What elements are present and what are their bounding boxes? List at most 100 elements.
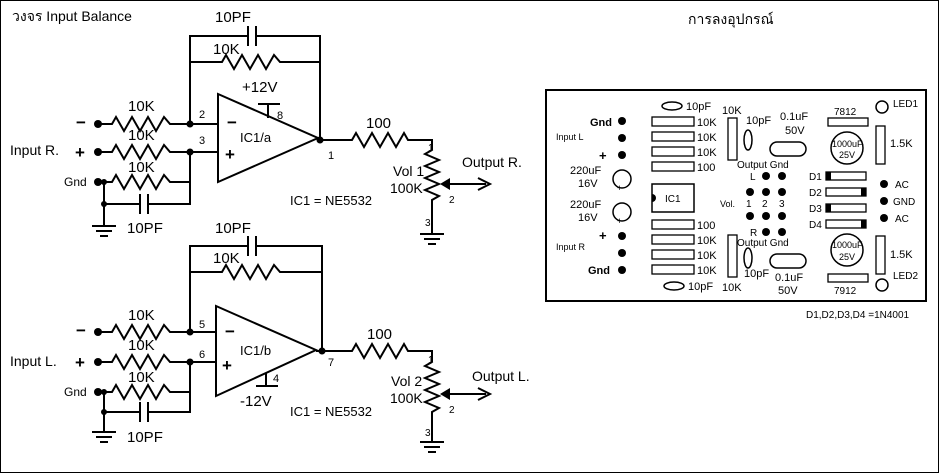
col2-cap-top: 10pF — [746, 115, 771, 127]
out-bottom: Output Gnd — [737, 238, 789, 249]
res-out-label: 100 — [367, 326, 392, 343]
vol-pin1: 1 — [428, 355, 434, 366]
reg-top: 7812 — [834, 107, 857, 118]
vol-pin2: 2 — [449, 195, 455, 206]
vol-label: Vol 2 — [391, 373, 422, 389]
board-gnd-bottom: Gnd — [588, 265, 610, 277]
vol-pin3: 3 — [425, 218, 431, 229]
res-label: 10K — [697, 265, 717, 277]
bigcap-label: 25V — [839, 252, 855, 262]
res-label: 10K — [697, 250, 717, 262]
svg-text:+: + — [617, 183, 622, 193]
res-plus-label: 10K — [128, 127, 155, 144]
res-gnd-label: 10K — [128, 159, 155, 176]
r-label: R — [750, 228, 757, 239]
film-cap-top — [769, 141, 807, 157]
diagram-title: วงจร Input Balance — [12, 8, 132, 24]
out-top: Output Gnd — [737, 160, 789, 171]
res-label: 10K — [697, 235, 717, 247]
pin-out: 1 — [328, 150, 334, 162]
output-label: Output L. — [472, 368, 530, 384]
res-minus-label: 10K — [128, 307, 155, 324]
board-cap-bottom: 10pF — [688, 281, 713, 293]
pin-plus: 3 — [199, 135, 205, 147]
film-label: 0.1uF — [780, 111, 808, 123]
diode-label: D2 — [809, 188, 822, 199]
res-plus-label: 10K — [128, 337, 155, 354]
svg-text:+: + — [617, 216, 622, 226]
vol-label: Vol. — [720, 199, 735, 209]
fb-cap-label: 10PF — [215, 9, 251, 26]
supply-label: -12V — [240, 393, 272, 410]
vol-pin2: 2 — [449, 405, 455, 416]
ac-bottom: AC — [895, 214, 909, 225]
input-label: Input L. — [10, 353, 57, 369]
circuit-right: − + IC1/a +12V 8 10PF 10K − 10K 2 Input … — [10, 9, 522, 245]
board-gnd-top: Gnd — [590, 117, 612, 129]
board-cap2-bottom: 16V — [578, 212, 598, 224]
res-stack-top: 10K 10K 10K 100 — [651, 116, 717, 174]
input-plus-sign: + — [75, 353, 85, 372]
led-top: LED1 — [893, 99, 918, 110]
layout-title: การลงอุปกรณ์ — [688, 11, 774, 28]
gnd-mid: GND — [893, 197, 915, 208]
board-cap-top: 10pF — [686, 101, 711, 113]
circuit-left: − + IC1/b -12V 4 10PF 10K − 10K 5 Input … — [10, 220, 530, 453]
ic-note: IC1 = NE5532 — [290, 404, 372, 419]
pin-minus: 2 — [199, 109, 205, 121]
col2-top: 10K — [722, 105, 742, 117]
cap-gnd-label: 10PF — [127, 429, 163, 446]
res-led-top: 1.5K — [890, 138, 913, 150]
res-minus-label: 10K — [128, 98, 155, 115]
pin-plus: 6 — [199, 349, 205, 361]
vol-pin: 2 — [762, 199, 768, 210]
bigcap-label: 1000uF — [832, 240, 863, 250]
film-label: 50V — [785, 125, 805, 137]
input-minus-sign: − — [76, 321, 86, 340]
pin-out: 7 — [328, 357, 334, 369]
res-label: 100 — [697, 220, 715, 232]
film-label: 50V — [778, 285, 798, 297]
supply-label: +12V — [242, 79, 277, 96]
bigcap-top — [830, 131, 864, 165]
supply-pin: 8 — [277, 110, 283, 122]
diode-label: D3 — [809, 204, 822, 215]
res-label: 10K — [697, 132, 717, 144]
gnd-label: Gnd — [64, 385, 87, 399]
opamp-minus-sign: − — [225, 322, 235, 341]
elec-cap-2 — [612, 202, 632, 222]
diode-label: D1 — [809, 172, 822, 183]
board-layout: Gnd Input L + 220uF 16V + 220uF 16V + + … — [545, 89, 927, 302]
ic-chip-label: IC1 — [665, 194, 681, 205]
col2-cap-bottom: 10pF — [744, 268, 769, 280]
diode-label: D4 — [809, 220, 822, 231]
vol-pin: 1 — [746, 199, 752, 210]
res-out-label: 100 — [366, 115, 391, 132]
col2-bottom: 10K — [722, 282, 742, 294]
board-input-l: Input L — [556, 132, 584, 142]
res-label: 10K — [697, 147, 717, 159]
bigcap-bottom — [830, 233, 864, 267]
film-cap-bottom — [769, 253, 807, 269]
opamp-label: IC1/b — [240, 343, 271, 358]
reg-bottom: 7912 — [834, 286, 857, 297]
res-label: 100 — [697, 162, 715, 174]
opamp-plus-sign: + — [225, 145, 235, 164]
elec-cap-1 — [612, 169, 632, 189]
pin-minus: 5 — [199, 319, 205, 331]
fb-cap-label: 10PF — [215, 220, 251, 237]
vol-value: 100K — [390, 180, 423, 196]
led-bottom: LED2 — [893, 271, 918, 282]
vol-pin3: 3 — [425, 428, 431, 439]
wiper-arrow — [440, 388, 450, 400]
res-led-bottom: 1.5K — [890, 249, 913, 261]
ic-note: IC1 = NE5532 — [290, 193, 372, 208]
board-plus2: + — [599, 228, 607, 243]
vol-value: 100K — [390, 390, 423, 406]
board-plus: + — [599, 148, 607, 163]
board-input-r: Input R — [556, 242, 586, 252]
res-gnd-label: 10K — [128, 369, 155, 386]
cap-gnd-label: 10PF — [127, 220, 163, 237]
bigcap-label: 1000uF — [832, 139, 863, 149]
